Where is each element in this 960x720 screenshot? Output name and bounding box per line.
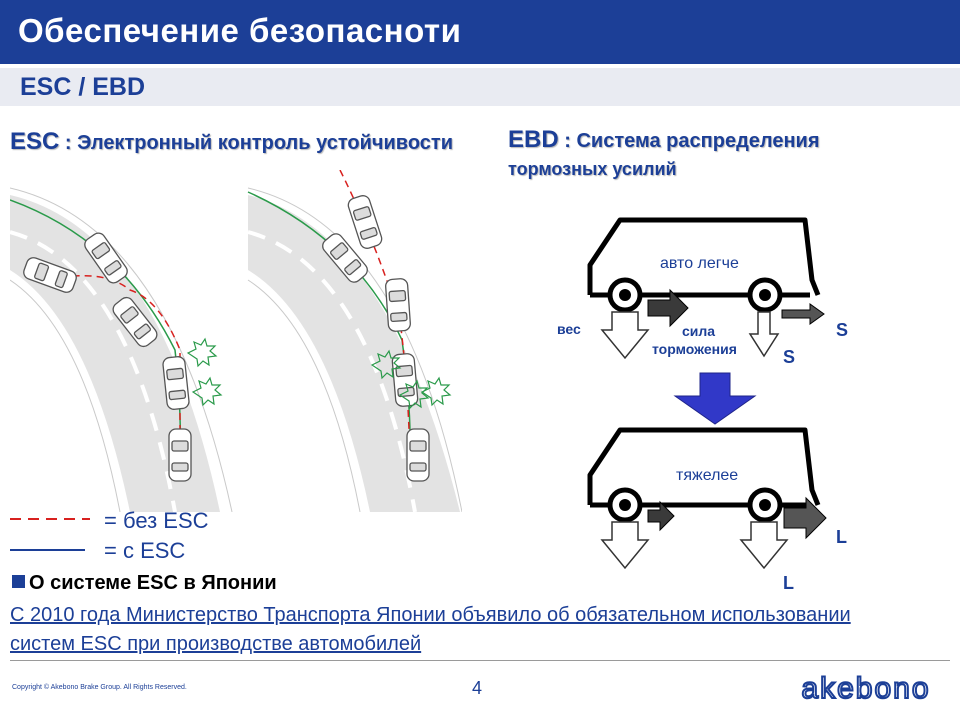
- ebd-separator: :: [558, 130, 577, 152]
- brake-burst-icon: [191, 376, 223, 407]
- label-lighter: авто легче: [660, 255, 739, 272]
- page-title: Обеспечение безопасноти: [18, 12, 462, 49]
- brake-force-arrow-small: [781, 303, 825, 325]
- transition-down-arrow: [673, 372, 757, 425]
- page-subtitle: ESC / EBD: [20, 73, 146, 101]
- label-l-right: L: [836, 527, 847, 547]
- brake-burst-icon: [186, 337, 218, 368]
- subtitle-bar: [0, 68, 960, 106]
- car-icon: [322, 233, 368, 283]
- ebd-description-line2: тормозных усилий: [508, 159, 677, 179]
- label-force-2: торможения: [652, 341, 737, 357]
- ebd-heading: EBD : Система распределения тормозных ус…: [508, 126, 948, 183]
- esc-term: ESC: [10, 128, 60, 155]
- ebd-diagram: [587, 217, 827, 570]
- esc-heading: ESC : Электронный контроль устойчивости: [10, 128, 453, 156]
- svg-text:akebono: akebono: [801, 672, 930, 705]
- japan-heading: О системе ESC в Японии: [12, 572, 277, 595]
- label-weight: вес: [557, 321, 581, 337]
- wheel-icon: [747, 487, 783, 523]
- wheel-icon: [607, 487, 643, 523]
- car-icon: [168, 428, 192, 482]
- legend-without-esc: = без ESC: [104, 508, 209, 533]
- esc-description: Электронный контроль устойчивости: [77, 132, 453, 154]
- japan-text: С 2010 года Министерство Транспорта Япон…: [10, 604, 851, 655]
- title-bar: [0, 0, 960, 64]
- wheel-icon: [747, 277, 783, 313]
- akebono-logo: akebono: [800, 672, 930, 706]
- car-icon: [385, 278, 411, 332]
- brake-burst-icon: [420, 376, 452, 407]
- brake-force-arrow-rear: [783, 496, 827, 540]
- brake-force-arrow-large: [647, 288, 689, 328]
- weight-arrow-rear: [748, 311, 780, 358]
- label-force-1: сила: [682, 323, 716, 339]
- ebd-term: EBD: [508, 126, 559, 153]
- weight-arrow-front: [600, 311, 650, 360]
- car-icon: [112, 296, 158, 348]
- footer-divider: [10, 660, 950, 661]
- japan-heading-text: О системе ESC в Японии: [29, 572, 277, 594]
- car-icon: [347, 195, 383, 249]
- esc-diagram: [10, 170, 462, 512]
- brake-burst-icon: [398, 379, 430, 410]
- brake-burst-icon: [370, 349, 402, 380]
- car-heavy-outline: [587, 427, 821, 508]
- wheel-icon: [607, 277, 643, 313]
- label-heavier: тяжелее: [676, 467, 739, 484]
- weight-arrow-rear: [739, 521, 789, 570]
- label-s-below: S: [783, 347, 796, 367]
- weight-arrow-front: [600, 521, 650, 570]
- label-s-right: S: [836, 320, 849, 340]
- car-icon: [84, 232, 128, 284]
- copyright: Copyright © Akebono Brake Group. All Rig…: [12, 684, 187, 691]
- esc-panel-without: [10, 170, 233, 512]
- ebd-description-line1: Система распределения: [576, 130, 820, 152]
- page-number: 4: [472, 678, 483, 698]
- bullet-square-icon: [12, 575, 25, 588]
- brake-force-arrow-front: [647, 500, 675, 532]
- legend-with-esc: = с ESC: [104, 538, 186, 563]
- legend-dashed-line: [10, 518, 90, 520]
- esc-separator: :: [59, 132, 78, 154]
- car-icon: [23, 257, 77, 293]
- label-l-below: L: [783, 573, 794, 593]
- car-light-outline: [587, 217, 821, 298]
- car-icon: [162, 356, 190, 410]
- car-icon: [406, 428, 430, 482]
- legend-solid-line: [10, 549, 85, 551]
